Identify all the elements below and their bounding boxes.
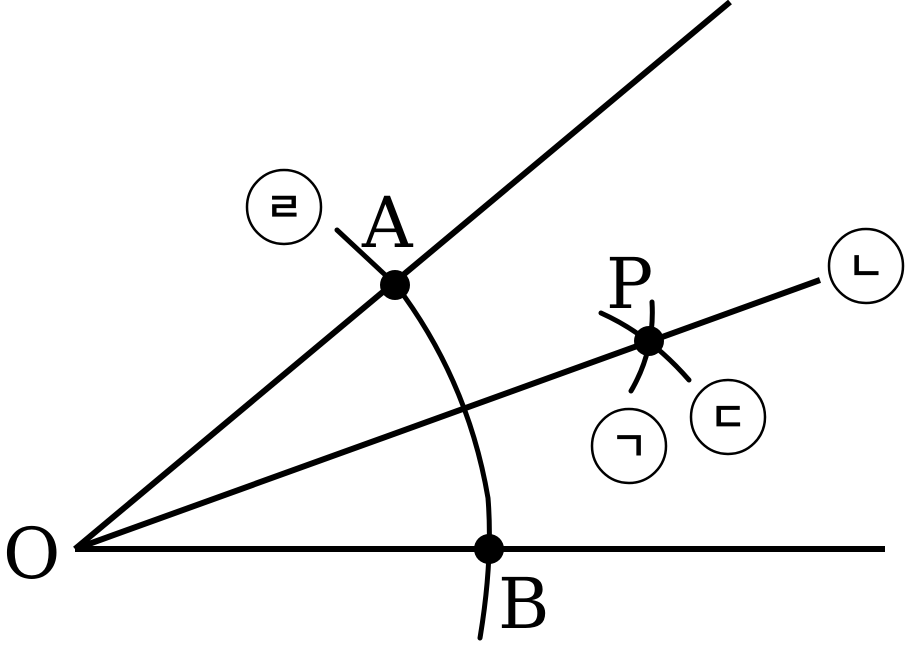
- step-label-giyeok: ㄱ: [611, 424, 648, 470]
- point-b: [474, 534, 504, 564]
- label-b: B: [498, 563, 549, 645]
- step-marker-nieun: ㄴ: [827, 227, 905, 305]
- step-marker-rieul: ㄹ: [245, 168, 323, 246]
- arc-through-a-and-b: [334, 227, 492, 641]
- label-a: A: [361, 182, 414, 264]
- step-marker-giyeok: ㄱ: [590, 407, 668, 485]
- point-p: [634, 326, 664, 356]
- step-label-nieun: ㄴ: [848, 244, 885, 290]
- step-ring-digeut: [689, 378, 767, 456]
- step-marker-digeut: ㄷ: [689, 378, 767, 456]
- step-label-digeut: ㄷ: [710, 395, 747, 441]
- label-o: O: [3, 513, 60, 595]
- ray-op-bisector: [73, 277, 822, 552]
- step-ring-nieun: [827, 227, 905, 305]
- step-ring-rieul: [245, 168, 323, 246]
- point-a: [380, 270, 410, 300]
- label-p: P: [606, 243, 653, 325]
- step-label-rieul: ㄹ: [266, 185, 303, 231]
- step-ring-giyeok: [590, 407, 668, 485]
